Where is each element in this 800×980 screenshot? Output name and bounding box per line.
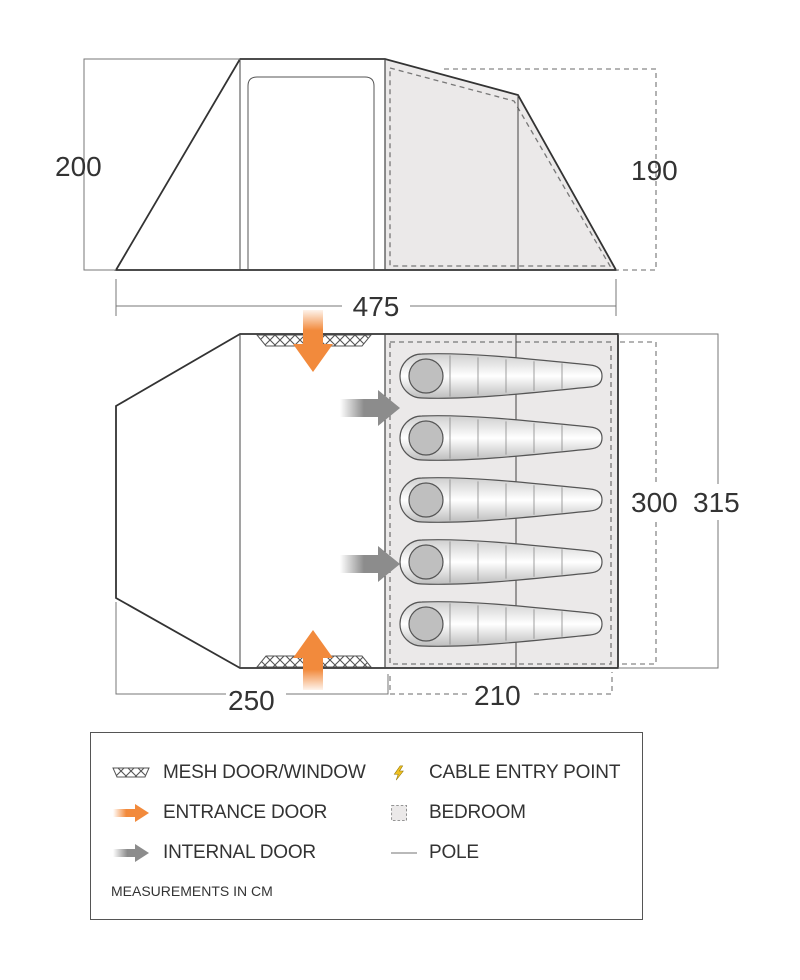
sleeping-bags: [399, 353, 603, 647]
inner-width-label: 300: [631, 487, 678, 518]
front-height-label: 200: [55, 151, 102, 182]
pole-line-icon: [391, 852, 417, 854]
outer-width-label: 315: [693, 487, 740, 518]
internal-door-arrow-lower: [340, 546, 400, 582]
side-elevation: 200 190: [55, 58, 678, 271]
inner-width-dim-line: [620, 341, 657, 665]
sleeping-bag: [399, 601, 603, 647]
rear-height-label: 190: [631, 155, 678, 186]
bedroom-label-bg: [470, 683, 530, 713]
porch-length-dim-line: [115, 602, 389, 695]
legend-label-pole: POLE: [429, 842, 479, 863]
sleeping-bag: [399, 353, 603, 399]
porch-label-bg: [226, 683, 286, 713]
legend-label-entrance: ENTRANCE DOOR: [163, 802, 328, 823]
lightning-bolt-icon: [393, 765, 404, 781]
entrance-arrow-bottom: [293, 630, 333, 690]
internal-arrow-icon: [113, 844, 149, 862]
sleeping-bag: [399, 477, 603, 523]
mesh-swatch-icon: [112, 767, 150, 778]
door-panel-outline: [247, 76, 375, 270]
legend-item-internal: INTERNAL DOOR: [111, 841, 316, 865]
legend-item-pole: POLE: [391, 841, 479, 865]
legend-label-mesh: MESH DOOR/WINDOW: [163, 762, 366, 783]
legend-item-bedroom: BEDROOM: [391, 801, 526, 825]
sleeping-bag: [399, 539, 603, 585]
total-length-label: 475: [353, 291, 400, 322]
legend-label-bedroom: BEDROOM: [429, 802, 526, 823]
legend-item-cable: CABLE ENTRY POINT: [391, 761, 620, 785]
legend-item-mesh: MESH DOOR/WINDOW: [111, 761, 366, 785]
tent-floorplan-diagram: 200 190 475: [55, 58, 746, 716]
bedroom-length-label: 210: [474, 680, 521, 711]
sleeping-bag: [399, 415, 603, 461]
entrance-arrow-top: [293, 310, 333, 372]
measurement-note: MEASUREMENTS IN CM: [111, 883, 273, 899]
tent-side-outline: [114, 58, 618, 271]
bedroom-inner-dashed: [389, 341, 612, 665]
front-height-dim-line: [83, 58, 240, 271]
bedroom-swatch-icon: [391, 805, 407, 821]
porch-length-label: 250: [228, 685, 275, 716]
rear-height-dim-line: [444, 68, 657, 271]
legend-box: MESH DOOR/WINDOW ENTRANCE DOOR INTERNAL …: [90, 732, 643, 920]
width-label-bg: [628, 484, 746, 520]
legend-item-entrance: ENTRANCE DOOR: [111, 801, 327, 825]
legend-label-cable: CABLE ENTRY POINT: [429, 762, 621, 783]
floor-plan: 300 315 250 210: [115, 310, 746, 716]
entrance-arrow-icon: [113, 804, 149, 822]
internal-door-arrow-upper: [340, 390, 400, 426]
legend-label-internal: INTERNAL DOOR: [163, 842, 316, 863]
bedroom-side-dashed: [389, 67, 612, 267]
bedroom-side-fill: [385, 59, 616, 270]
total-length-dimension: 475: [115, 279, 617, 322]
